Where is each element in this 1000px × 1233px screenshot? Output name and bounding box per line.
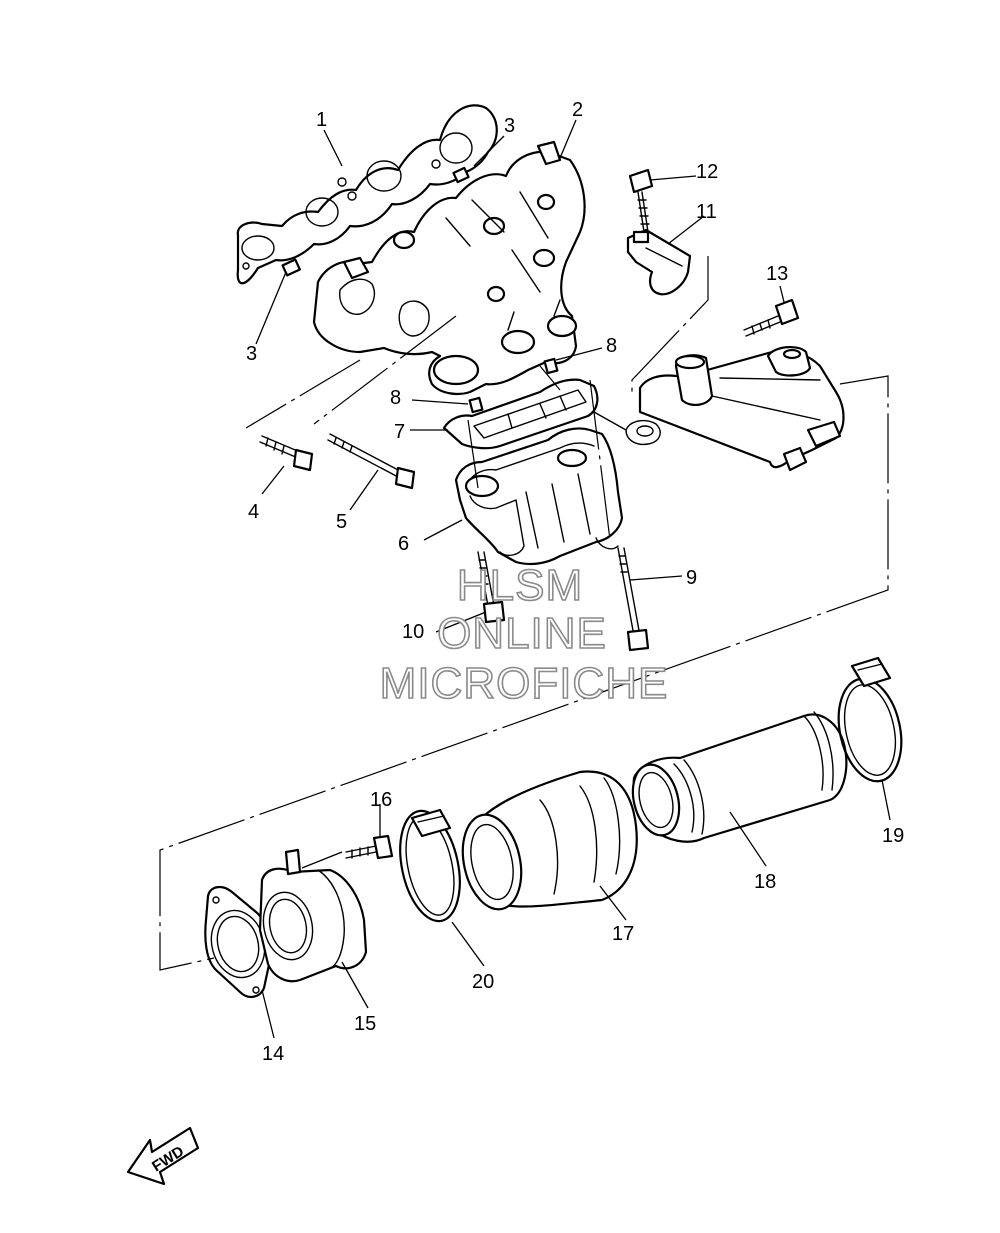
watermark-line-1: HLSM [457, 561, 583, 610]
callout-4: 4 [248, 501, 259, 523]
part-16-bolt[interactable] [345, 834, 394, 860]
callout-10: 10 [402, 621, 424, 643]
watermark-line-2: ONLINE [437, 609, 607, 658]
callout-19: 19 [882, 825, 904, 847]
part-7-exhaust-gasket[interactable] [442, 378, 661, 450]
assembly-lines [159, 256, 889, 971]
callout-15: 15 [354, 1013, 376, 1035]
fwd-label: FWD [149, 1143, 187, 1176]
callout-3b: 3 [246, 343, 257, 365]
leader-lines [255, 119, 891, 1039]
callout-8a: 8 [390, 387, 401, 409]
watermark: HLSM ONLINE MICROFICHE [379, 560, 669, 709]
callout-1: 1 [316, 109, 327, 131]
muffler-body[interactable] [638, 346, 845, 472]
callout-12: 12 [696, 161, 718, 183]
callout-18: 18 [754, 871, 776, 893]
callout-16: 16 [370, 789, 392, 811]
part-20-hose-clamp[interactable] [391, 805, 469, 926]
callout-8b: 8 [606, 335, 617, 357]
callout-3a: 3 [504, 115, 515, 137]
part-2-exhaust-manifold[interactable] [312, 140, 586, 395]
callout-11: 11 [696, 201, 717, 223]
part-18-pipe[interactable] [626, 711, 848, 843]
part-5-bolt[interactable] [327, 433, 416, 490]
part-15-flange-pipe[interactable] [257, 848, 368, 983]
part-17-rubber-joint[interactable] [455, 770, 638, 915]
fwd-arrow-icon: FWD [126, 1126, 200, 1186]
part-19-hose-clamp[interactable] [830, 656, 910, 787]
part-13-bolt[interactable] [743, 298, 800, 337]
callout-2: 2 [572, 99, 583, 121]
part-12-bolt[interactable] [628, 168, 654, 233]
part-11-bracket[interactable] [626, 228, 692, 296]
part-9-bolt[interactable] [617, 547, 650, 652]
part-3-dowel-pins[interactable] [281, 166, 470, 277]
part-8-dowel-pins[interactable] [468, 357, 559, 414]
callout-labels: 1 2 3 3 4 5 6 7 8 8 9 10 11 12 13 14 15 … [246, 99, 904, 1065]
callout-14: 14 [262, 1043, 284, 1065]
callout-7: 7 [394, 421, 405, 443]
part-6-exhaust-chamber[interactable] [454, 427, 624, 566]
callout-9: 9 [686, 567, 697, 589]
callout-17: 17 [612, 923, 634, 945]
callout-5: 5 [336, 511, 347, 533]
callout-13: 13 [766, 263, 788, 285]
part-10-bolt[interactable] [477, 551, 506, 624]
part-4-bolt[interactable] [259, 435, 314, 472]
watermark-line-3: MICROFICHE [380, 659, 669, 708]
callout-6: 6 [398, 533, 409, 555]
callout-20: 20 [472, 971, 494, 993]
